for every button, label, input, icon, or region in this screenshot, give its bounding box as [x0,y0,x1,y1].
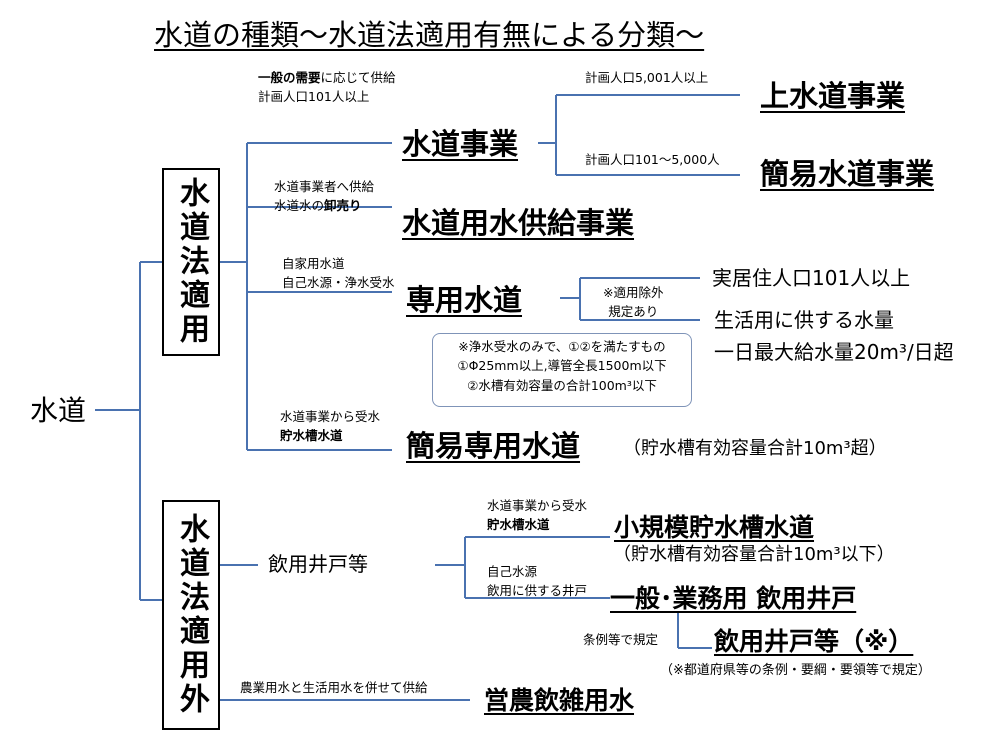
exclusion-note: ※適用除外 規定あり [603,283,663,322]
callout-line2: ①Φ25mm以上,導管全長1500m以下 [457,358,667,374]
waterworks-note-line2: 計画人口101人以上 [258,89,370,105]
drinking-wells-footnote: （※都道府県等の条例・要綱・要領等で規定） [660,663,931,678]
simple-private-note-line2: 貯水槽水道 [280,428,343,444]
criteria-population: 実居住人口101人以上 [712,266,911,290]
bulk-note-pre: 水道水の [274,198,325,214]
own-source-note-line2: 飲用に供する井戸 [487,583,588,599]
item-general-wells: 一般･業務用 飲用井戸 [610,584,857,613]
simple-private-capacity: （貯水槽有効容量合計10m³超） [623,438,887,459]
simple-private-note-line1: 水道事業から受水 [280,409,381,424]
small-tank-note-line1: 水道事業から受水 [487,498,588,513]
exclusion-line2: 規定あり [608,304,659,320]
item-bulk-supply: 水道用水供給事業 [402,206,635,240]
upper-pop-note: 計画人口5,001人以上 [585,70,709,85]
item-drinking-wells: 飲用井戸等（※） [714,627,914,656]
item-small-tank: 小規模貯水槽水道 [614,513,815,542]
item-simple-private: 簡易専用水道 [406,429,581,463]
callout-line3: ②水槽有効容量の合計100m³以下 [467,377,657,393]
item-upper: 上水道事業 [760,79,906,113]
category-not-applied-label: 水道法適用外 [174,513,209,717]
callout-line1: ※浄水受水のみで、①②を満たすもの [458,339,666,354]
small-tank-capacity: （貯水槽有効容量合計10m³以下） [613,544,895,565]
bulk-note-line1: 水道事業者へ供給 [274,179,375,194]
page-title: 水道の種類〜水道法適用有無による分類〜 [154,18,705,52]
exclusion-line1: ※適用除外 [603,285,664,300]
item-private: 専用水道 [406,283,523,317]
waterworks-note: 一般の需要に応じて供給 計画人口101人以上 [258,68,396,107]
private-note-line1: 自家用水道 [282,256,345,271]
private-note: 自家用水道 自己水源・浄水受水 [282,254,395,293]
root-label: 水道 [30,394,87,427]
item-waterworks: 水道事業 [402,127,519,161]
agri-note: 農業用水と生活用水を併せて供給 [240,680,428,695]
item-simple-waterworks: 簡易水道事業 [760,157,935,191]
item-agri-misc: 営農飲雑用水 [484,686,635,715]
category-applied: 水道法適用 [162,168,220,356]
category-not-applied: 水道法適用外 [162,500,220,730]
criteria-daily-max: 一日最大給水量20m³/日超 [714,340,954,364]
small-tank-note: 水道事業から受水 貯水槽水道 [487,496,587,535]
private-callout: ※浄水受水のみで、①②を満たすもの ①Φ25mm以上,導管全長1500m以下 ②… [432,333,692,407]
ordinance-note: 条例等で規定 [583,632,659,647]
private-note-line2: 自己水源・浄水受水 [282,275,395,291]
small-tank-note-line2: 貯水槽水道 [487,517,550,533]
own-source-note: 自己水源 飲用に供する井戸 [487,562,587,601]
simple-private-note: 水道事業から受水 貯水槽水道 [280,407,380,446]
criteria-water-use: 生活用に供する水量 [714,308,894,332]
bulk-note-bold: 卸売り [324,198,362,214]
wells-label: 飲用井戸等 [268,552,368,576]
own-source-note-line1: 自己水源 [487,564,538,579]
simple-pop-note: 計画人口101〜5,000人 [585,152,720,167]
waterworks-note-bold: 一般の需要 [258,70,321,85]
waterworks-note-rest: に応じて供給 [320,70,396,85]
category-applied-label: 水道法適用 [174,177,209,347]
bulk-note: 水道事業者へ供給 水道水の卸売り [274,177,374,216]
